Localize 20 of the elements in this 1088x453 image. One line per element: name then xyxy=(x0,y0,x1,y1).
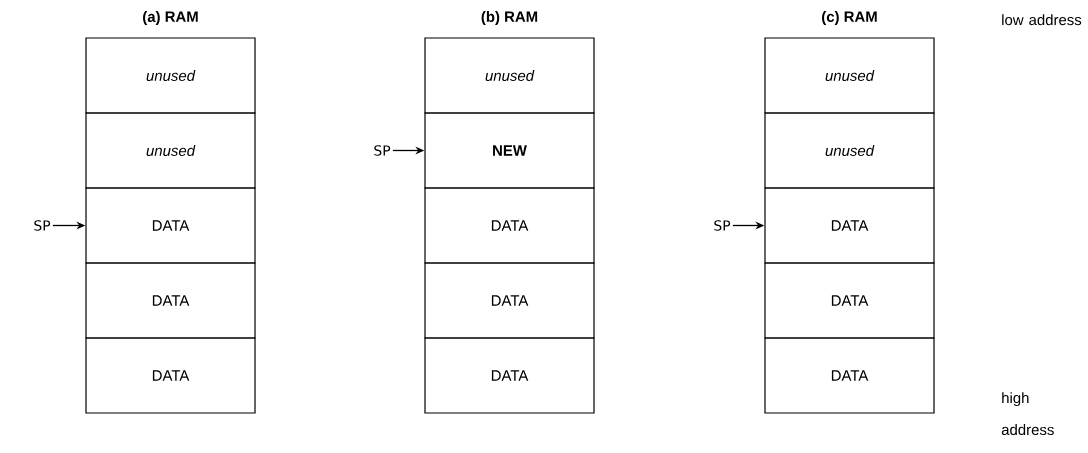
memory-cell: unused xyxy=(764,37,935,114)
memory-cell: DATA xyxy=(764,262,935,339)
pointer-label: SP xyxy=(34,220,51,231)
memory-cell: DATA xyxy=(85,187,256,264)
memory-cell: DATA xyxy=(85,337,256,414)
memory-cell: DATA xyxy=(424,337,595,414)
memory-cell: unused xyxy=(85,112,256,189)
pointer-label: SP xyxy=(714,220,731,231)
address-label: high address xyxy=(1001,392,1054,436)
memory-cell: unused xyxy=(764,112,935,189)
memory-cell: NEW xyxy=(424,112,595,189)
memory-cell: DATA xyxy=(764,187,935,264)
memory-cell: unused xyxy=(85,37,256,114)
memory-cell: DATA xyxy=(85,262,256,339)
memory-cell: DATA xyxy=(424,187,595,264)
pointer-label: SP xyxy=(374,145,391,156)
memory-cell: unused xyxy=(424,37,595,114)
memory-cell: DATA xyxy=(424,262,595,339)
address-label: low address xyxy=(1002,14,1082,26)
memory-cell: DATA xyxy=(764,337,935,414)
